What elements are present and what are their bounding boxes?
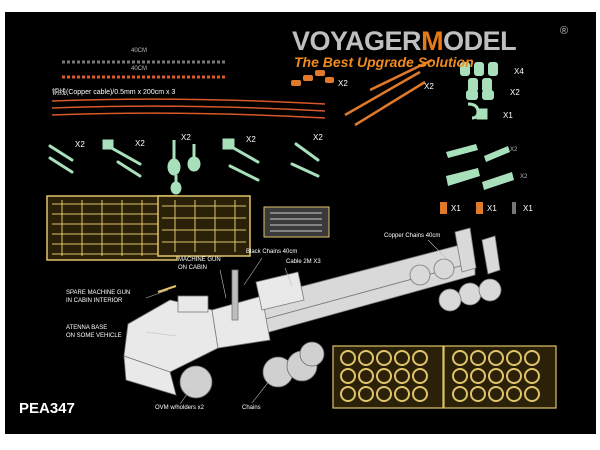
brand-logo: VOYAGERMODEL — [292, 26, 517, 57]
copper-cables — [51, 98, 326, 119]
qty-tool-2: X2 — [135, 139, 145, 148]
photo-etch-fret-1 — [46, 195, 178, 261]
callout-spare-gun: SPARE MACHINE GUN IN CABIN INTERIOR — [66, 290, 131, 304]
callout-ovm: OVM w/holders x2 — [155, 405, 205, 411]
callout-atenna: ATENNA BASE ON SOME VEHICLE — [66, 325, 122, 339]
tool-hammer — [222, 138, 260, 182]
antenna-rods — [344, 58, 433, 127]
callout-cable: Cable 2M X3 — [286, 259, 321, 265]
qty-small-1: X1 — [451, 204, 461, 213]
qty-rods: X2 — [424, 82, 434, 91]
qty-tool-3: X2 — [181, 133, 191, 142]
callout-copper-chains: Copper Chains 40cm — [384, 233, 441, 239]
brand-part-voyager: VOYAGER — [292, 26, 422, 56]
wheel-mask-fret-left — [332, 345, 444, 409]
qty-hook: X1 — [503, 111, 513, 120]
tool-bars — [48, 144, 74, 174]
brass-bits — [291, 70, 334, 86]
trailer — [249, 227, 502, 335]
callout-chains: Chains — [242, 405, 261, 411]
small-resin-parts — [440, 202, 516, 214]
tool-shovel — [167, 140, 201, 195]
tool-pick — [290, 142, 320, 178]
product-code: PEA347 — [19, 400, 75, 417]
registered-mark: ® — [560, 25, 569, 37]
callout-lines — [145, 239, 447, 405]
tool-axe — [102, 139, 142, 178]
qty-caps-x4: X4 — [514, 67, 524, 76]
resin-clips-lower — [446, 168, 514, 190]
qty-small-2: X1 — [487, 204, 497, 213]
brand-part-odel: ODEL — [443, 26, 517, 56]
wheel-mask-fret-right — [443, 345, 557, 409]
truck-cab — [123, 269, 305, 396]
qty-tool-1: X2 — [75, 140, 85, 149]
brand-part-m: M — [421, 26, 444, 56]
qty-tool-4: X2 — [246, 135, 256, 144]
qty-brass-bits: X2 — [338, 79, 348, 88]
resin-caps-x4 — [460, 62, 498, 92]
qty-tool-5: X2 — [313, 133, 323, 142]
qty-clips-1: X2 — [510, 147, 518, 153]
chain-bottom-label: 40CM — [131, 66, 148, 72]
hook-part — [467, 102, 488, 120]
qty-clips-2: X2 — [520, 174, 528, 180]
resin-caps-x2 — [466, 90, 494, 100]
chain-top-label: 40CM — [131, 48, 148, 54]
callout-machine-gun: MACHINE GUN ON CABIN — [178, 257, 221, 271]
truck-wheels — [179, 341, 325, 399]
copper-cable-label: 铜线(Copper cable)/0.5mm x 200cm x 3 — [52, 89, 176, 96]
photo-etch-fret-2 — [157, 195, 251, 257]
tagline: The Best Upgrade Solution — [294, 54, 474, 70]
photo-etch-fret-3 — [263, 206, 330, 238]
resin-clips-upper — [446, 144, 510, 162]
callout-black-chains: Black Chains 40cm — [246, 249, 298, 255]
qty-caps-x2: X2 — [510, 88, 520, 97]
qty-small-3: X1 — [523, 204, 533, 213]
